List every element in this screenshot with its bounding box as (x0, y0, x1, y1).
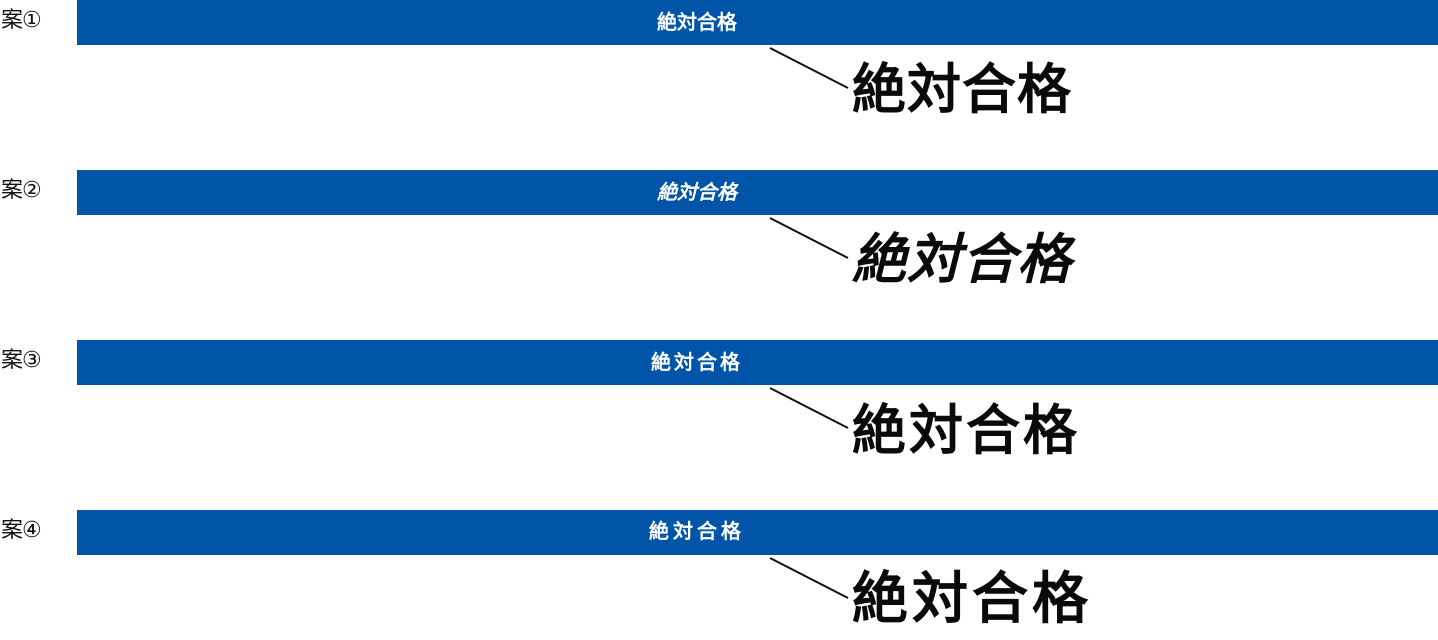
banner-bar: 絶対合格 (77, 170, 1438, 215)
option-4: 案④ 絶対合格 絶対合格 (0, 510, 1438, 640)
banner-bar: 絶対合格 (77, 0, 1438, 45)
option-label: 案② (1, 178, 42, 203)
option-1: 案① 絶対合格 絶対合格 (0, 0, 1438, 130)
leader-line (769, 557, 849, 599)
sample-text: 絶対合格 (852, 58, 1072, 121)
banner-bar: 絶対合格 (77, 510, 1438, 555)
option-2: 案② 絶対合格 絶対合格 (0, 170, 1438, 300)
sample-text: 絶対合格 (852, 398, 1080, 462)
banner-text: 絶対合格 (651, 350, 743, 374)
banner-text: 絶対合格 (657, 180, 737, 204)
sample-text: 絶対合格 (852, 228, 1072, 291)
sample-text: 絶対合格 (852, 569, 1092, 631)
banner-bar: 絶対合格 (77, 340, 1438, 385)
banner-text: 絶対合格 (649, 521, 745, 543)
option-label: 案④ (1, 518, 42, 543)
leader-line (769, 387, 849, 429)
banner-text: 絶対合格 (657, 10, 737, 34)
option-label: 案① (1, 8, 42, 33)
leader-line (769, 217, 849, 259)
leader-line (769, 47, 849, 89)
option-label: 案③ (1, 348, 42, 373)
option-3: 案③ 絶対合格 絶対合格 (0, 340, 1438, 470)
